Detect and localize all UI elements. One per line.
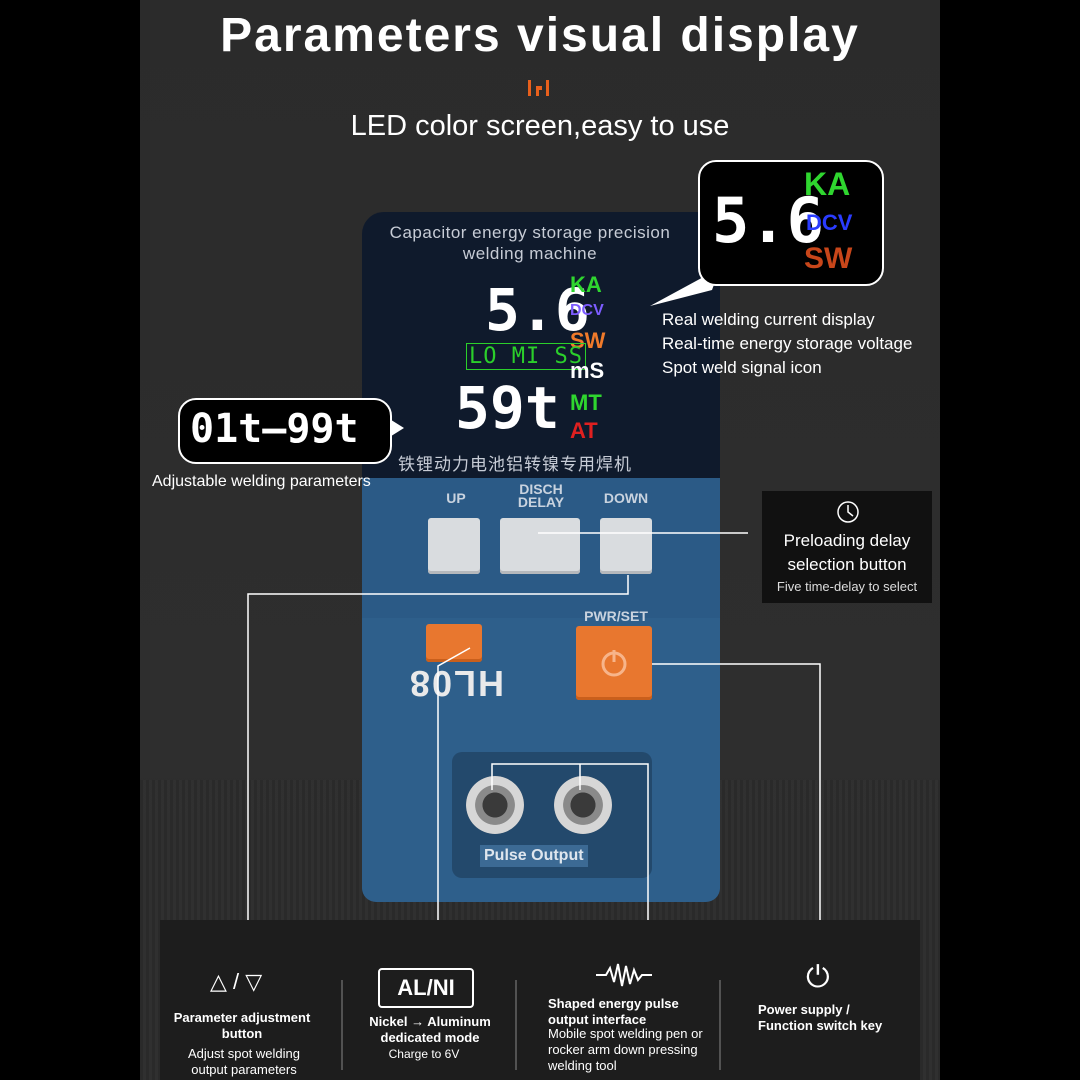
unit-sw: SW <box>570 328 606 353</box>
mode-title: Nickel → Aluminum dedicated mode <box>369 1014 491 1045</box>
waveform-icon <box>596 963 652 987</box>
divider-icon <box>528 80 549 96</box>
display-note-1: Real welding current display <box>662 310 875 329</box>
range-value: 01t—99t <box>190 406 359 452</box>
bubble-unit-ka: KA <box>804 166 851 202</box>
clock-icon <box>837 501 859 523</box>
delay-card-title: Preloading delay selection button <box>783 531 911 574</box>
power-icon <box>601 650 627 677</box>
output-socket-right[interactable] <box>554 776 612 834</box>
pulse-title: Shaped energy pulse output interface <box>548 996 679 1027</box>
up-label: UP <box>446 490 466 506</box>
page-title: Parameters visual display <box>220 9 860 62</box>
display-zoom-bubble: 5.6 KA DCV SW <box>698 160 884 286</box>
unit-ms: mS <box>570 358 605 383</box>
down-button[interactable] <box>600 518 652 574</box>
device-panel-title: Capacitor energy storage precision weldi… <box>389 223 671 263</box>
unit-mt: MT <box>570 390 602 415</box>
param-desc: Adjust spot welding output parameters <box>187 1046 300 1077</box>
power-symbol-icon: ⏻ <box>806 961 830 994</box>
unit-ka: KA <box>570 272 602 297</box>
delay-card: Preloading delay selection button Five t… <box>762 491 932 603</box>
pwr-set-label: PWR/SET <box>584 608 648 624</box>
bubble-unit-sw: SW <box>804 242 853 275</box>
device-current-value: 5.6 <box>485 276 590 344</box>
al-ni-mode-button[interactable] <box>426 624 482 662</box>
power-title: Power supply / Function switch key <box>758 1002 883 1033</box>
display-note-3: Spot weld signal icon <box>662 358 822 377</box>
bubble-current-value: 5.6 <box>712 184 824 257</box>
param-title: Parameter adjustment button <box>173 1010 311 1041</box>
feature-band <box>160 920 920 1080</box>
param-arrows-icon: △ / ▽ <box>210 969 263 994</box>
pulse-desc: Mobile spot welding pen or rocker arm do… <box>548 1026 703 1073</box>
down-label: DOWN <box>603 490 649 506</box>
mode-indicator: LO MI SS <box>466 343 586 370</box>
bubble-unit-dcv: DCV <box>806 210 853 235</box>
range-note: Adjustable welding parameters <box>152 473 371 490</box>
unit-dcv: DCV <box>570 302 604 319</box>
display-note-2: Real-time energy storage voltage <box>662 334 913 353</box>
delay-card-note: Five time-delay to select <box>776 579 918 594</box>
disch-delay-button[interactable] <box>500 518 580 574</box>
device-display-panel <box>362 212 720 480</box>
range-bubble: 01t—99t <box>178 398 392 464</box>
output-socket-left[interactable] <box>466 776 524 834</box>
device-chinese-label: 铁锂动力电池铝转镍专用焊机 <box>398 455 632 474</box>
al-ni-badge: AL/NI <box>378 968 474 1008</box>
pulse-output-label: Pulse Output <box>480 845 588 867</box>
mode-desc: Charge to 6V <box>388 1047 460 1061</box>
up-button[interactable] <box>428 518 480 574</box>
unit-at: AT <box>570 418 598 443</box>
disch-delay-label: DISCH DELAY <box>517 481 565 510</box>
power-set-button[interactable] <box>576 626 652 700</box>
device-time-value: 59t <box>455 374 560 442</box>
page-subtitle: LED color screen,easy to use <box>350 110 730 142</box>
